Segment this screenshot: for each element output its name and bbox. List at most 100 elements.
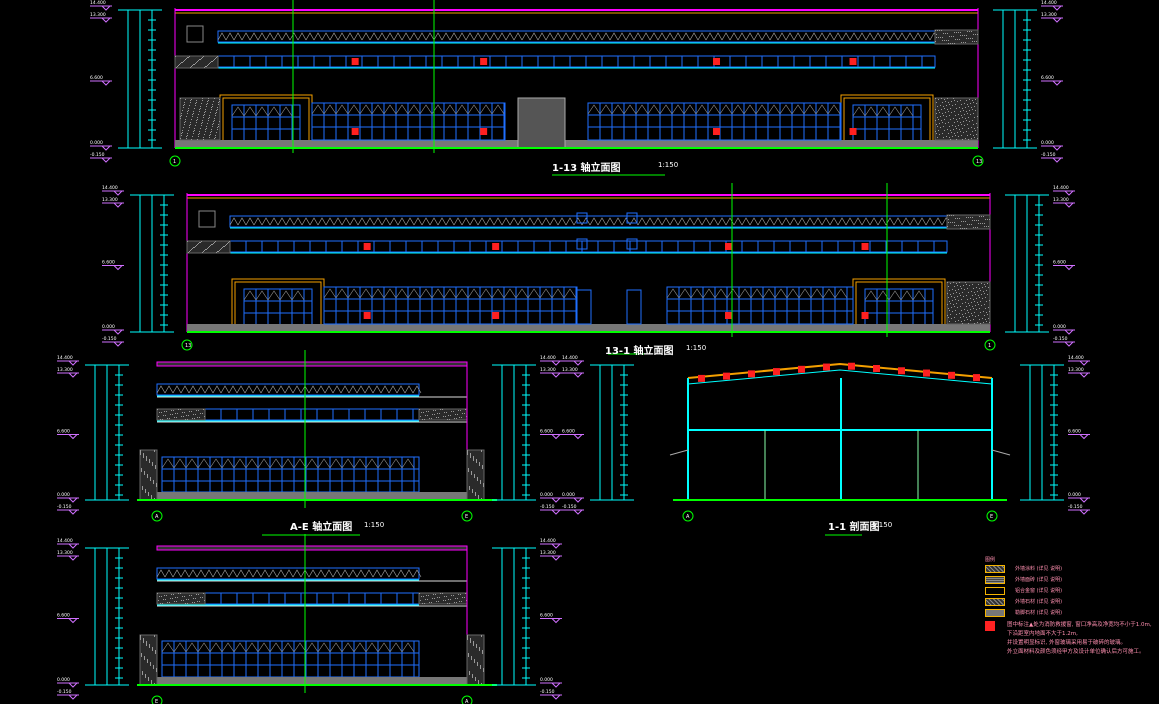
hatch-dot [203,593,204,594]
stone-hatch [156,408,206,421]
hatch-dot [440,593,441,594]
hatch-dot [146,641,147,642]
hatch-dot [152,464,153,465]
hatch-dot [154,498,155,499]
hatch-dot [963,221,964,222]
window-triangle [852,106,866,117]
hatch-dot [476,645,477,646]
hatch-dot [208,64,209,65]
hatch-dot [475,677,476,678]
hatch-dot [975,316,976,317]
hatch-dot [211,131,212,132]
hatch-dot [981,283,982,284]
window-triangle [857,32,867,41]
hatch-dot [963,316,964,317]
hatch-dot [194,64,195,65]
hatch-dot [157,593,158,594]
hatch-dot [170,414,171,415]
hatch-dot [958,225,959,226]
hatch-dot [956,139,957,140]
hatch-dot [959,118,960,119]
hatch-dot [975,99,976,100]
hatch-dot [454,418,455,419]
elevation-value: 6.600 [562,429,575,435]
hatch-dot [946,136,947,137]
hatch-dot [974,128,975,129]
hatch-dot [940,37,941,38]
elevation-mark-symbol [68,543,78,549]
window-triangle [180,569,190,578]
hatch-dot [954,133,955,134]
hatch-dot [196,62,197,63]
hatch-dot [212,126,213,127]
hatch-dot [450,415,451,416]
hatch-dot [196,410,197,411]
hatch-dot [204,134,205,135]
hatch-dot [210,132,211,133]
hatch-dot [942,40,943,41]
window-triangle [389,217,399,226]
hatch-dot [478,496,479,497]
hatch-dot [180,138,181,139]
hatch-dot [971,107,972,108]
hatch-dot [194,418,195,419]
hatch-dot [968,117,969,118]
window-triangle [301,217,311,226]
hatch-dot [966,228,967,229]
hatch-dot [977,127,978,128]
hatch-dot [451,411,452,412]
hatch-dot [205,249,206,250]
hatch-dot [960,35,961,36]
window-triangle [563,288,577,299]
hatch-dot [957,218,958,219]
hatch-dot [188,130,189,131]
hatch-dot [476,459,477,460]
window-triangle [864,106,878,117]
hatch-dot [185,419,186,420]
hatch-dot [212,61,213,62]
hatch-dot [210,245,211,246]
hatch-dot [163,599,164,600]
hatch-dot [182,130,183,131]
legend-item: 勒脚石材 (详见 说明) [985,607,1155,618]
hatch-dot [984,293,985,294]
legend-swatch [985,608,1005,617]
hatch-dot [936,124,937,125]
hatch-dot [206,128,207,129]
hatch-dot [961,321,962,322]
hatch-dot [474,477,475,478]
hatch-dot [219,250,220,251]
window-triangle [485,217,495,226]
hatch-dot [470,639,471,640]
legend-note: 并设置明显标识, 外窗玻璃采用易于破碎的玻璃。 [1007,640,1126,646]
rescue-window-marker [798,365,805,373]
elevation-value: 14.400 [540,355,556,361]
hatch-dot [944,40,945,41]
hatch-dot [959,282,960,283]
hatch-dot [940,116,941,117]
hatch-dot [968,292,969,293]
hatch-dot [217,251,218,252]
elevation-value: 13.300 [57,550,73,556]
hatch-dot [227,243,228,244]
hatch-dot [974,137,975,138]
hatch-dot [186,58,187,59]
hatch-dot [160,603,161,604]
hatch-dot [202,98,203,99]
hatch-dot [181,135,182,136]
hatch-dot [972,109,973,110]
hatch-dot [171,594,172,595]
hatch-dot [196,120,197,121]
window-triangle [743,104,757,115]
window-triangle [229,217,239,226]
window-triangle [798,288,812,299]
hatch-dot [957,121,958,122]
window-band [229,215,948,228]
hatch-dot [957,285,958,286]
window-triangle [267,106,281,117]
window-triangle [541,217,551,226]
hatch-dot [468,470,469,471]
hatch-dot [204,250,205,251]
hatch-dot [468,656,469,657]
